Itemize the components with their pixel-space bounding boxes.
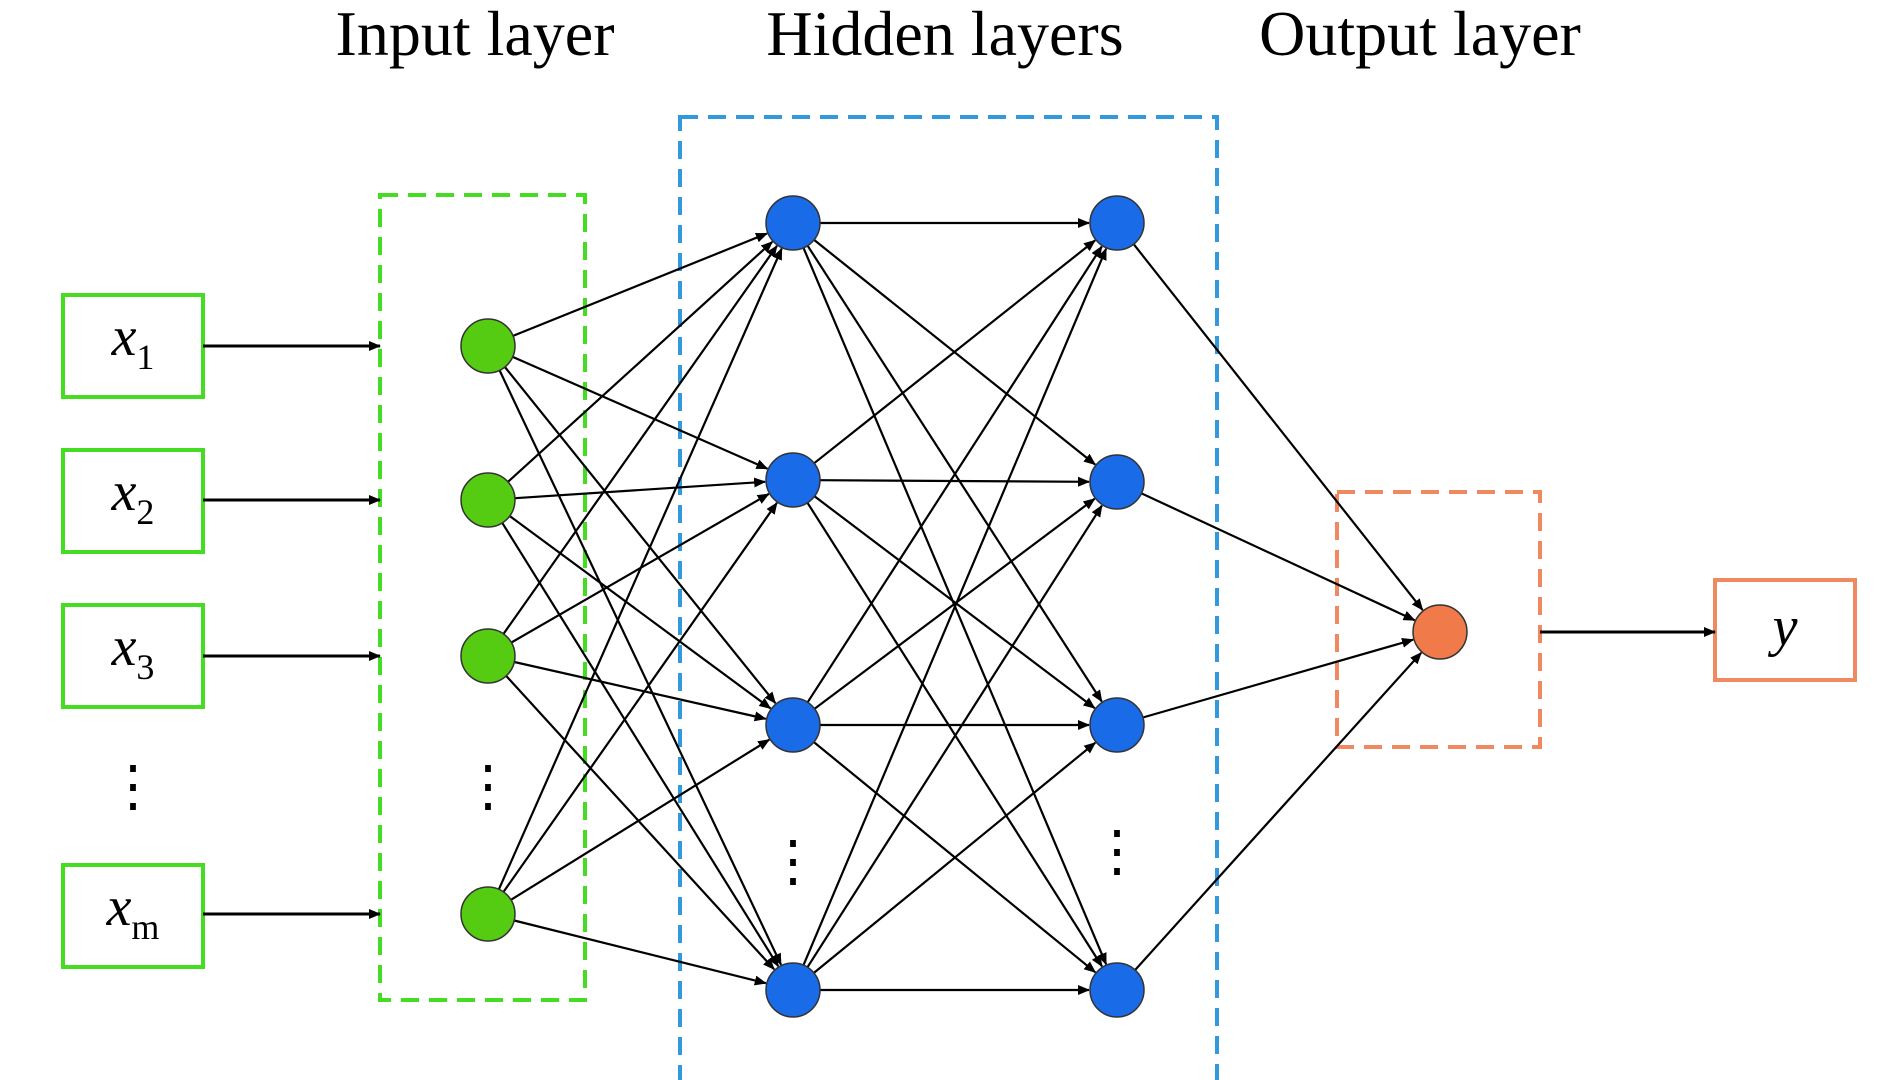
input-box-x2: x2 [61,448,205,554]
connection-edge [509,515,772,710]
connections [497,218,1424,995]
hidden1-node [765,452,821,508]
connection-edge [513,919,767,986]
connection-edge [1132,243,1424,611]
nodes [460,195,1468,1018]
connection-edge [1134,652,1423,971]
input-var: x [111,616,137,678]
input-layer-box [378,193,587,1002]
connection-edge [505,675,775,971]
output-layer-box [1335,490,1542,749]
hidden2-node [1089,195,1145,251]
connection-edge [510,738,771,901]
input-node [460,628,516,684]
hidden2-node [1089,962,1145,1018]
connection-edge [514,477,767,500]
hidden2-node [1089,697,1145,753]
hidden1-node [765,195,821,251]
input-var: x [111,306,137,368]
connection-edge [813,741,1097,974]
connection-edge [512,232,768,337]
connection-edge [1142,637,1415,719]
connection-edge [497,247,783,890]
input-var: x [106,876,132,938]
connection-edge [502,502,778,893]
connection-edge [802,247,1108,966]
connection-edge [1141,492,1416,622]
connection-edge [501,522,780,968]
hidden1-node [765,697,821,753]
input-subscript: m [131,907,159,947]
connection-edge [813,239,1096,465]
connection-edge [504,366,777,704]
hidden2-node [1089,454,1145,510]
connection-edge [813,495,1096,709]
connection-edge [806,504,1103,968]
output-node [1412,604,1468,660]
connection-edge [813,497,1096,710]
svg-text:x1: x1 [111,306,155,377]
hidden1-node [765,962,821,1018]
input-box-x1: x1 [61,293,205,399]
input-ellipsis: ⋮ [105,756,161,818]
input-subscript: 2 [136,492,154,532]
input-node [460,472,516,528]
hidden1-ellipsis: ⋮ [765,831,821,893]
output-box-y: y [1713,578,1857,682]
hidden-layers-box [678,115,1219,1080]
input-node [460,318,516,374]
svg-text:x3: x3 [111,616,155,687]
hidden-layers-title: Hidden layers [766,0,1123,69]
input-node [460,886,516,942]
connection-edge [502,245,778,635]
output-layer-title: Output layer [1259,0,1581,69]
input-box-x3: x3 [61,603,205,709]
svg-text:x2: x2 [111,461,155,532]
connection-edge [498,369,782,966]
input-layer-ellipsis: ⋮ [460,756,516,818]
connection-edge [507,240,774,483]
input-var: x [111,461,137,523]
svg-text:xm: xm [106,876,160,947]
connection-edge [819,476,1090,487]
output-var: y [1768,596,1798,658]
input-subscript: 3 [136,647,154,687]
connection-edge [514,660,767,722]
hidden2-ellipsis: ⋮ [1089,821,1145,883]
input-box-xm: xm [61,863,205,969]
input-layer-title: Input layer [336,0,615,69]
connection-edge [806,245,1103,703]
connection-edge [512,355,769,470]
input-arrows [203,341,381,919]
input-subscript: 1 [136,337,154,377]
